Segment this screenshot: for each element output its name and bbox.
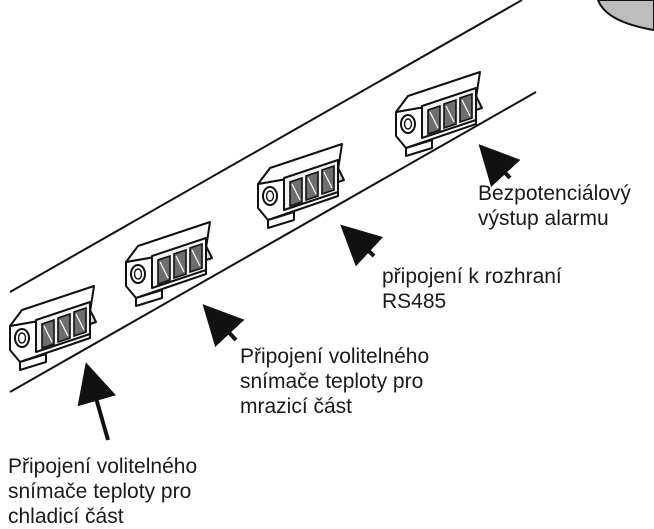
label-alarm: Bezpotenciálový výstup alarmu [478, 181, 631, 231]
label-rs485-line1: připojení k rozhraní [382, 265, 562, 288]
connector-alarm [395, 71, 483, 157]
label-freezer-sensor-line3: mrazicí část [240, 395, 353, 418]
label-cooler-sensor-line2: snímače teploty pro [8, 480, 192, 503]
connector-freezer-sensor [125, 221, 213, 307]
connector-cooler-sensor [9, 285, 97, 371]
arrow-alarm [478, 144, 521, 188]
label-freezer-sensor-line2: snímače teploty pro [240, 370, 424, 393]
arrow-freezer-sensor [202, 304, 245, 348]
device-housing-corner [596, 0, 654, 32]
label-freezer-sensor: Připojení volitelného snímače teploty pr… [240, 344, 429, 419]
board-edge-top [9, 0, 523, 293]
label-alarm-line1: Bezpotenciálový [478, 182, 631, 205]
label-freezer-sensor-line1: Připojení volitelného [240, 345, 430, 368]
board-edge-bottom [9, 91, 537, 393]
arrow-cooler-sensor [77, 362, 117, 441]
label-alarm-line2: výstup alarmu [478, 207, 609, 230]
label-cooler-sensor: Připojení volitelného snímače teploty pr… [8, 454, 197, 529]
label-cooler-sensor-line1: Připojení volitelného [8, 455, 198, 478]
connector-rs485 [257, 143, 345, 229]
label-rs485: připojení k rozhraní RS485 [382, 264, 562, 314]
label-rs485-line2: RS485 [382, 290, 447, 313]
arrow-rs485 [340, 224, 384, 267]
label-cooler-sensor-line3: chladicí část [8, 505, 124, 528]
